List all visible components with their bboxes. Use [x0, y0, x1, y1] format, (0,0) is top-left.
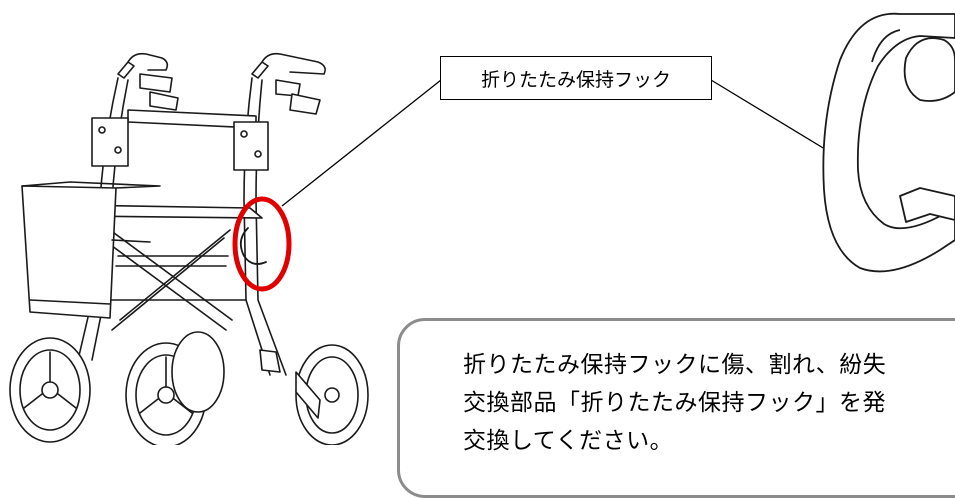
- diagram-canvas: 折りたたみ保持フック 折りたたみ保持フックに傷、割れ、紛失 交換部品「折りたたみ…: [9, 12, 955, 498]
- instruction-note: 折りたたみ保持フックに傷、割れ、紛失 交換部品「折りたたみ保持フック」を発 交換…: [397, 318, 955, 498]
- note-line-1: 折りたたみ保持フックに傷、割れ、紛失: [463, 352, 887, 378]
- hook-callout-text: 折りたたみ保持フック: [480, 68, 671, 91]
- walker-basket: [21, 181, 161, 319]
- folding-hook-illustration: [822, 12, 955, 273]
- rollator-walker-illustration: [9, 52, 369, 445]
- walker-wheels: [9, 331, 369, 445]
- leader-line-hook: [710, 79, 844, 161]
- leader-lines: [281, 79, 844, 207]
- walker-hook: [239, 227, 267, 265]
- note-line-3: 交換してください。: [463, 428, 674, 454]
- leader-line-walker: [281, 79, 442, 207]
- walker-handles: [117, 52, 326, 115]
- note-line-2: 交換部品「折りたたみ保持フック」を発: [463, 390, 886, 416]
- highlight-ellipse: [232, 196, 292, 292]
- hook-callout-label: 折りたたみ保持フック: [440, 56, 712, 100]
